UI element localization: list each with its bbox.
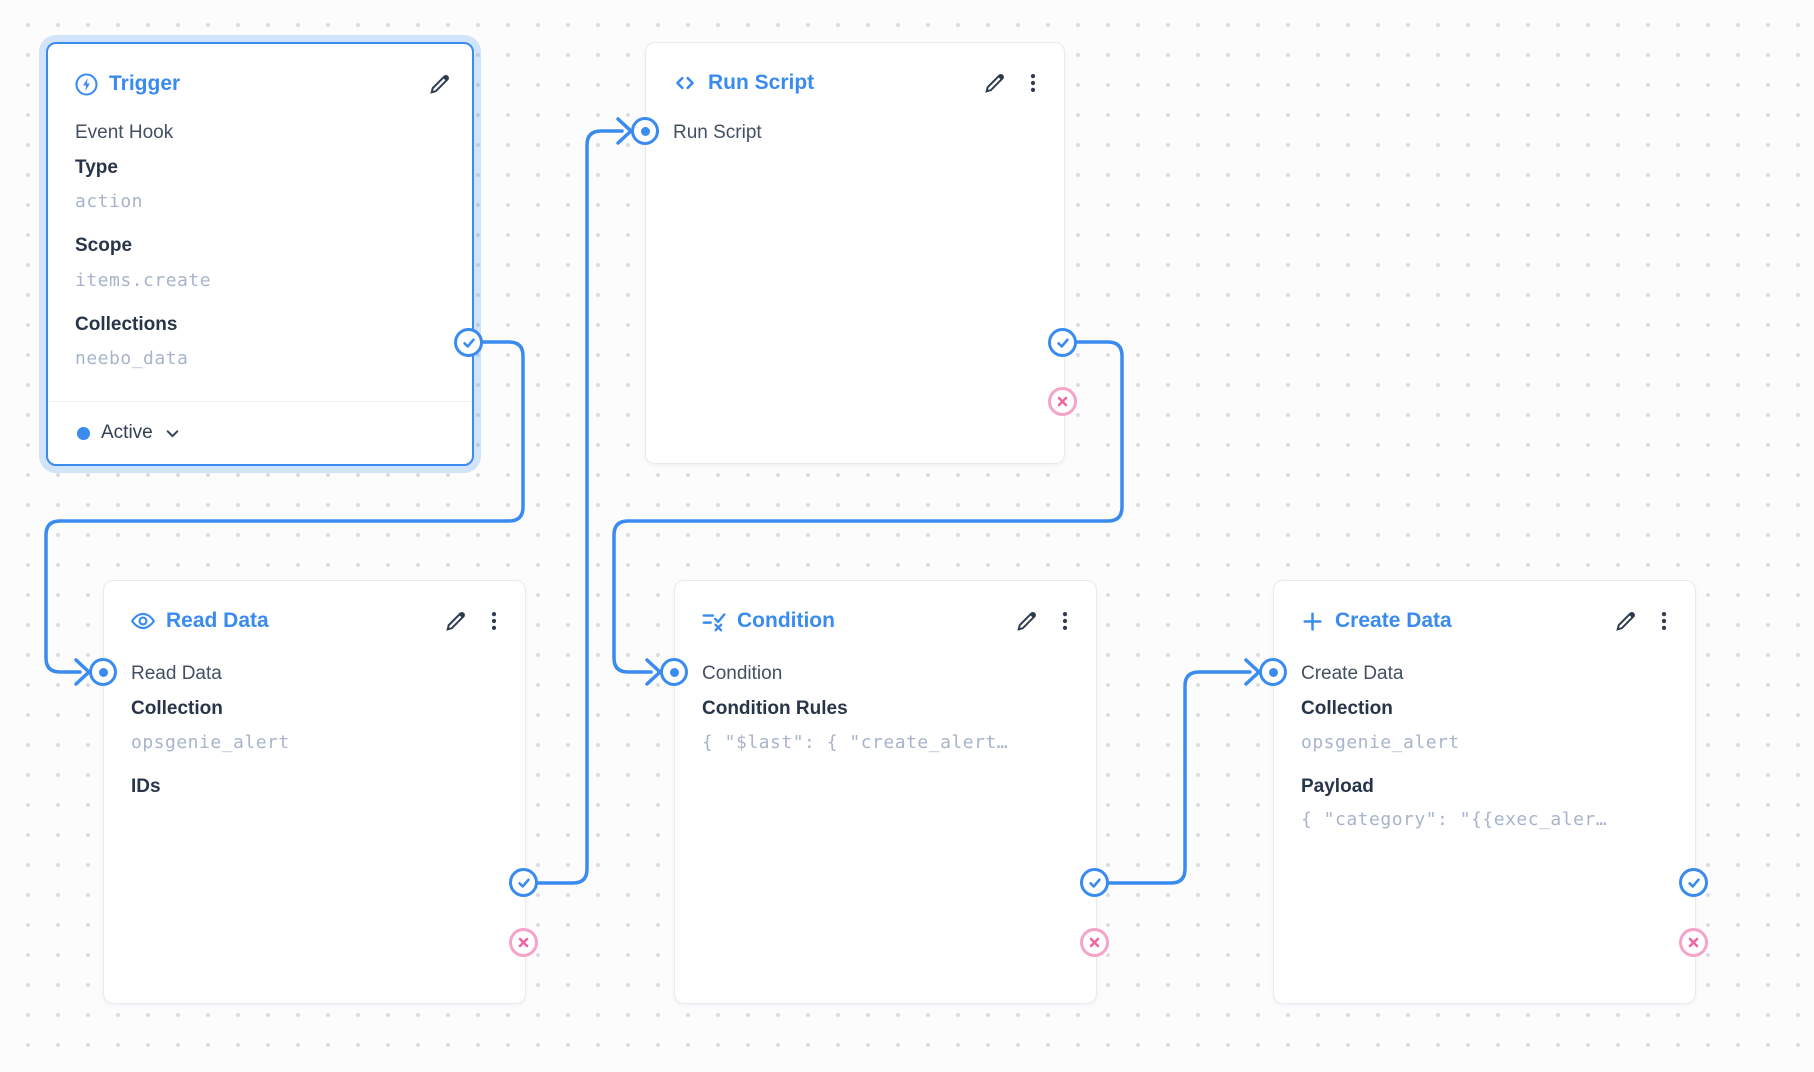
field-value-collection: opsgenie_alert: [1301, 732, 1460, 753]
edit-icon[interactable]: [982, 71, 1007, 96]
arrowhead-condition: [645, 658, 662, 686]
node-read-data[interactable]: Read Data Read Data Collection opsgenie_…: [103, 580, 526, 1004]
node-run-script[interactable]: Run Script Run Script: [645, 42, 1065, 464]
rule-icon: [701, 608, 727, 634]
field-label-scope: Scope: [75, 235, 133, 256]
status-dropdown[interactable]: Active: [48, 401, 472, 464]
port-dot: [1268, 667, 1278, 677]
kebab-menu-icon[interactable]: [1054, 610, 1076, 632]
arrowhead-read-data: [74, 658, 91, 686]
eye-icon: [130, 608, 156, 634]
kebab-menu-icon[interactable]: [483, 610, 505, 632]
field-label-payload: Payload: [1301, 776, 1374, 797]
field-label-condition-rules: Condition Rules: [702, 698, 848, 719]
chevron-down-icon: [162, 423, 183, 444]
success-output-read-data[interactable]: [509, 868, 538, 897]
port-dot: [669, 667, 679, 677]
error-output-create-data[interactable]: [1679, 928, 1708, 957]
bolt-circle-icon: [74, 72, 99, 97]
input-port-read-data[interactable]: [89, 658, 117, 686]
edit-icon[interactable]: [1613, 609, 1638, 634]
trigger-kind: Event Hook: [75, 122, 174, 143]
input-port-create-data[interactable]: [1259, 658, 1287, 686]
arrowhead-run-script: [616, 117, 633, 145]
error-output-run-script[interactable]: [1048, 387, 1077, 416]
port-dot: [640, 126, 650, 136]
edit-icon[interactable]: [443, 609, 468, 634]
create-data-header: Create Data: [1300, 605, 1675, 637]
node-trigger[interactable]: Trigger Event Hook Type action Scope ite…: [46, 42, 474, 466]
input-port-label: Condition: [702, 663, 783, 684]
node-condition[interactable]: Condition Condition Condition Rules { "$…: [674, 580, 1097, 1004]
kebab-menu-icon[interactable]: [1022, 72, 1044, 94]
input-port-condition[interactable]: [660, 658, 688, 686]
kebab-menu-icon[interactable]: [1653, 610, 1675, 632]
node-create-data[interactable]: Create Data Create Data Collection opsge…: [1273, 580, 1696, 1004]
error-output-read-data[interactable]: [509, 928, 538, 957]
field-label-collection: Collection: [1301, 698, 1393, 719]
node-title: Create Data: [1335, 609, 1452, 632]
field-label-type: Type: [75, 157, 118, 178]
arrowhead-create-data: [1244, 658, 1261, 686]
input-port-label: Read Data: [131, 663, 222, 684]
status-label: Active: [101, 422, 153, 443]
node-title: Condition: [737, 609, 835, 632]
field-value-collections: neebo_data: [75, 348, 189, 369]
input-port-run-script[interactable]: [631, 117, 659, 145]
code-icon: [672, 70, 698, 96]
success-output-condition[interactable]: [1080, 868, 1109, 897]
field-value-payload: { "category": "{{exec_aler…: [1301, 809, 1608, 830]
field-value-condition-rules: { "$last": { "create_alert…: [702, 732, 1009, 753]
edit-icon[interactable]: [427, 72, 452, 97]
node-title: Read Data: [166, 609, 269, 632]
success-output-trigger[interactable]: [454, 328, 483, 357]
success-output-run-script[interactable]: [1048, 328, 1077, 357]
input-port-label: Run Script: [673, 122, 762, 143]
port-dot: [98, 667, 108, 677]
field-label-collections: Collections: [75, 314, 178, 335]
read-data-header: Read Data: [130, 605, 505, 637]
input-port-label: Create Data: [1301, 663, 1404, 684]
field-value-collection: opsgenie_alert: [131, 732, 290, 753]
node-title: Trigger: [109, 72, 181, 95]
condition-header: Condition: [701, 605, 1076, 637]
plus-icon: [1300, 609, 1325, 634]
run-script-header: Run Script: [672, 67, 1044, 99]
field-label-ids: IDs: [131, 776, 161, 797]
wire-read-data-to-run-script: [522, 129, 624, 885]
wire-condition-to-create-data: [1093, 670, 1252, 885]
field-value-type: action: [75, 191, 144, 212]
error-output-condition[interactable]: [1080, 928, 1109, 957]
status-dot: [77, 426, 90, 440]
edit-icon[interactable]: [1014, 609, 1039, 634]
node-title: Run Script: [708, 71, 815, 94]
field-value-scope: items.create: [75, 270, 212, 291]
success-output-create-data[interactable]: [1679, 868, 1708, 897]
field-label-collection: Collection: [131, 698, 223, 719]
trigger-header: Trigger: [74, 68, 452, 100]
